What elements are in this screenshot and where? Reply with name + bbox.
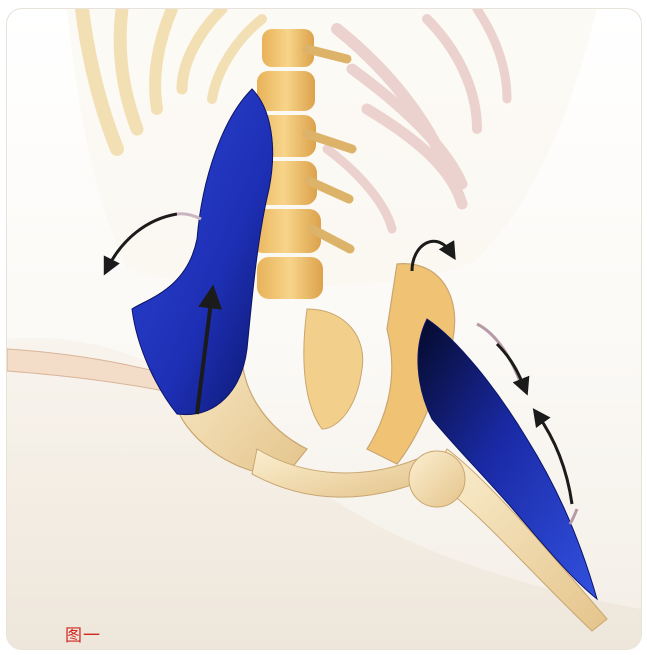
anatomy-illustration [7, 9, 641, 649]
figure-caption: 图一 [65, 621, 101, 646]
figure-frame: 图一 [6, 8, 642, 650]
